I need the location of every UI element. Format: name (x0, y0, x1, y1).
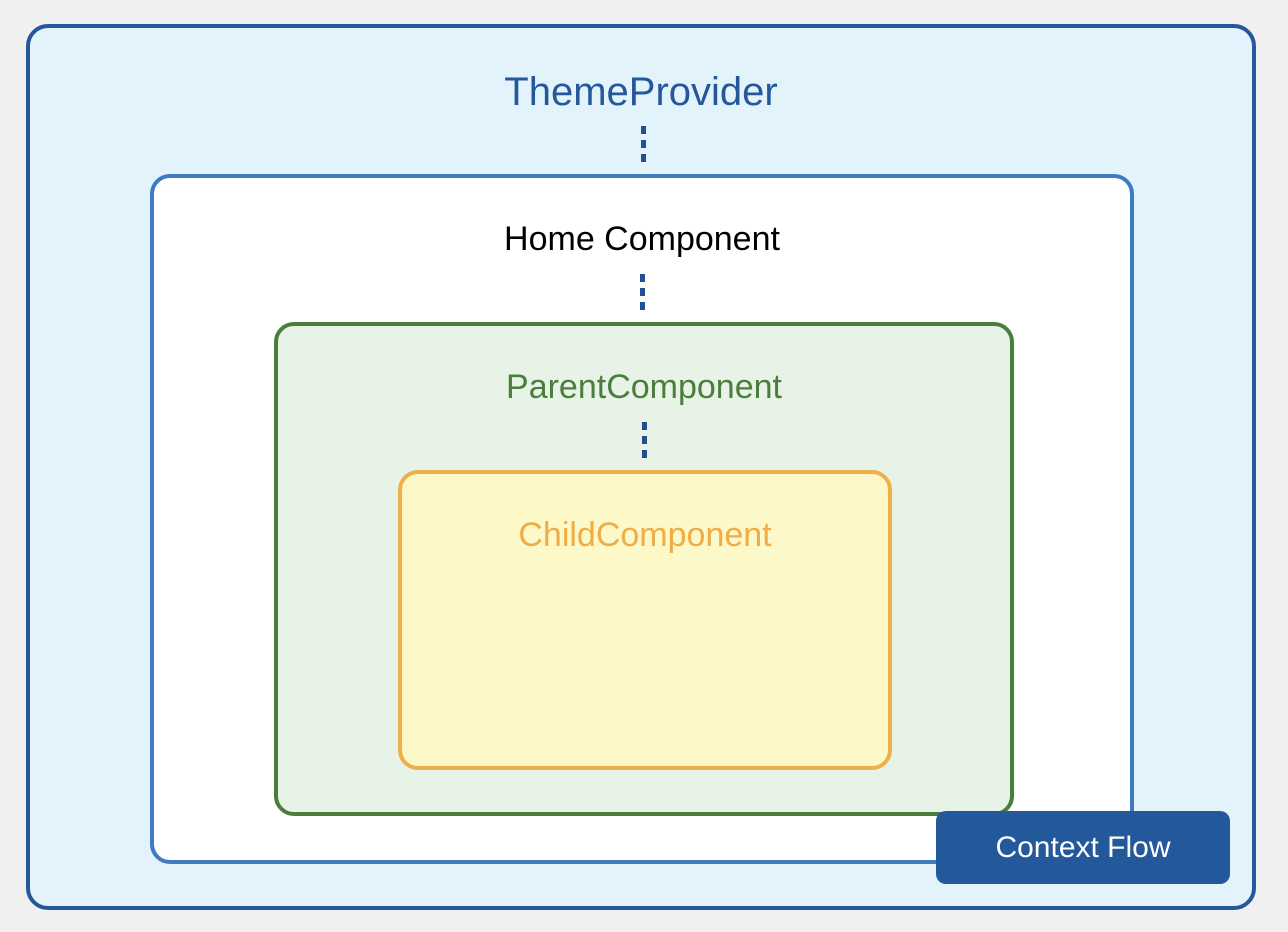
parent-child-connector (642, 422, 647, 460)
home-component-label: Home Component (504, 220, 780, 258)
child-component-label: ChildComponent (518, 516, 772, 554)
provider-home-connector (641, 126, 646, 164)
child-component-box: ChildComponent (398, 470, 892, 770)
theme-provider-label: ThemeProvider (504, 70, 778, 114)
parent-component-box: ParentComponent ChildComponent (274, 322, 1014, 816)
theme-provider-box: ThemeProvider Home Component ParentCompo… (26, 24, 1256, 910)
context-flow-badge: Context Flow (936, 811, 1230, 884)
home-component-box: Home Component ParentComponent ChildComp… (150, 174, 1134, 864)
parent-component-label: ParentComponent (506, 368, 782, 406)
home-parent-connector (640, 274, 645, 312)
